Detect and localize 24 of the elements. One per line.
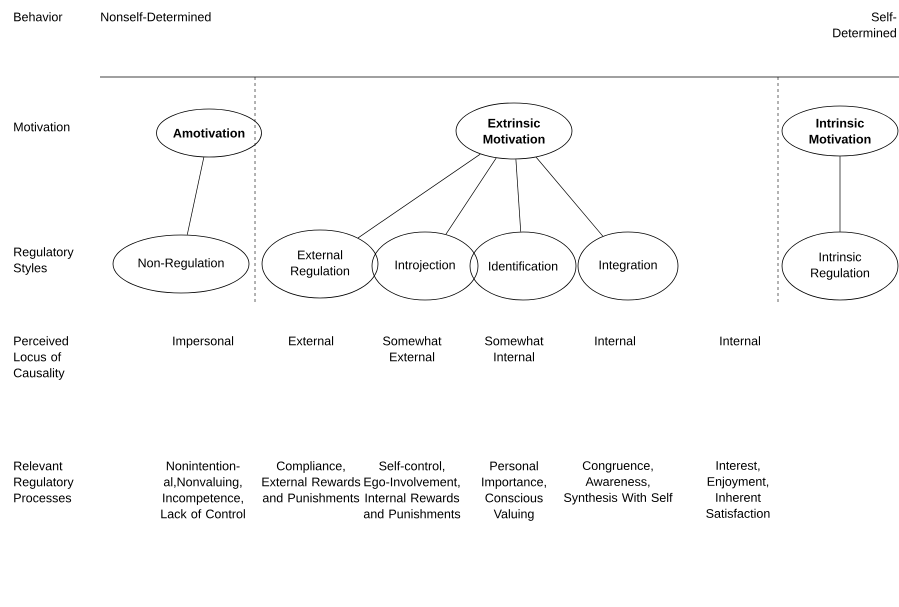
locus-text: Impersonal: [173, 336, 234, 348]
locus-text: Somewhat Internal: [485, 336, 544, 362]
scale-label: Self-Determined: [833, 12, 896, 38]
connector-line: [446, 158, 497, 235]
row-heading: Motivation: [14, 122, 70, 132]
process-text: Compliance, External Rewards and Punishments: [262, 461, 360, 502]
connector-line: [358, 154, 481, 238]
process-text: Interest, Enjoyment, Inherent Satisfaction: [706, 461, 770, 518]
locus-text: External: [289, 336, 334, 346]
row-heading: Relevant Regulatory Processes: [14, 461, 74, 502]
connector-line: [186, 156, 204, 236]
process-text: Nonintention-al,Nonvaluing, Incompetence, Lack of Control: [161, 461, 245, 518]
process-text: Self-control, Ego-Involvement, Internal Rewards and Punishments: [364, 461, 460, 518]
row-heading: Perceived Locus of Causality: [14, 336, 68, 380]
connector-line: [516, 159, 522, 232]
row-heading: Behavior: [14, 12, 62, 22]
scale-label: Nonself-Determined: [101, 12, 211, 22]
locus-text: Internal: [720, 336, 760, 346]
locus-text: Internal: [595, 336, 636, 346]
process-text: Personal Importance, Conscious Valuing: [482, 461, 546, 521]
process-text: Congruence, Awareness, Synthesis With Self: [564, 461, 673, 504]
row-heading: Regulatory Styles: [14, 247, 74, 275]
locus-text: Somewhat External: [383, 336, 442, 362]
connector-line: [536, 156, 604, 237]
